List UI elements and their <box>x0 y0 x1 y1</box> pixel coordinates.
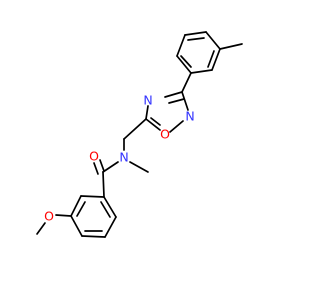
ring-nitrogen-top-label: N <box>143 93 152 108</box>
bond <box>207 50 215 68</box>
bond <box>190 69 213 74</box>
bond <box>55 214 72 217</box>
bond <box>145 118 161 131</box>
bonds <box>36 31 243 238</box>
bond <box>176 55 192 74</box>
bond <box>102 161 119 173</box>
bond <box>80 195 105 198</box>
bond <box>176 34 186 57</box>
bond <box>169 120 184 133</box>
bond <box>184 31 207 36</box>
bond <box>211 48 221 71</box>
bond <box>150 117 161 126</box>
bond <box>102 171 105 198</box>
bond <box>93 162 99 175</box>
bond <box>103 196 117 218</box>
bond <box>205 31 221 50</box>
ring-oxygen-label: O <box>160 127 170 142</box>
bond <box>187 37 205 41</box>
bond <box>129 161 149 173</box>
bond <box>99 159 105 172</box>
bond <box>70 215 83 237</box>
bond <box>76 201 86 217</box>
bond <box>100 201 111 218</box>
bond <box>70 195 82 217</box>
bond <box>164 91 183 98</box>
bond <box>180 55 192 68</box>
ring-nitrogen-right-label: N <box>185 109 194 124</box>
molecule-canvas: N N O N O O <box>36 31 243 238</box>
bond <box>123 118 147 140</box>
bond <box>181 91 189 111</box>
atom-labels: N N O N O O <box>44 93 195 224</box>
molecule-structure: N N O N O O <box>36 31 243 238</box>
bond <box>81 235 106 238</box>
methoxy-oxygen-label: O <box>44 209 54 224</box>
bond <box>145 105 149 120</box>
bond <box>104 216 117 238</box>
bond <box>36 222 46 235</box>
carbonyl-oxygen-label: O <box>89 149 99 164</box>
bond <box>168 98 185 104</box>
amide-nitrogen-label: N <box>119 150 128 165</box>
bond <box>219 43 243 50</box>
bond <box>181 72 192 93</box>
